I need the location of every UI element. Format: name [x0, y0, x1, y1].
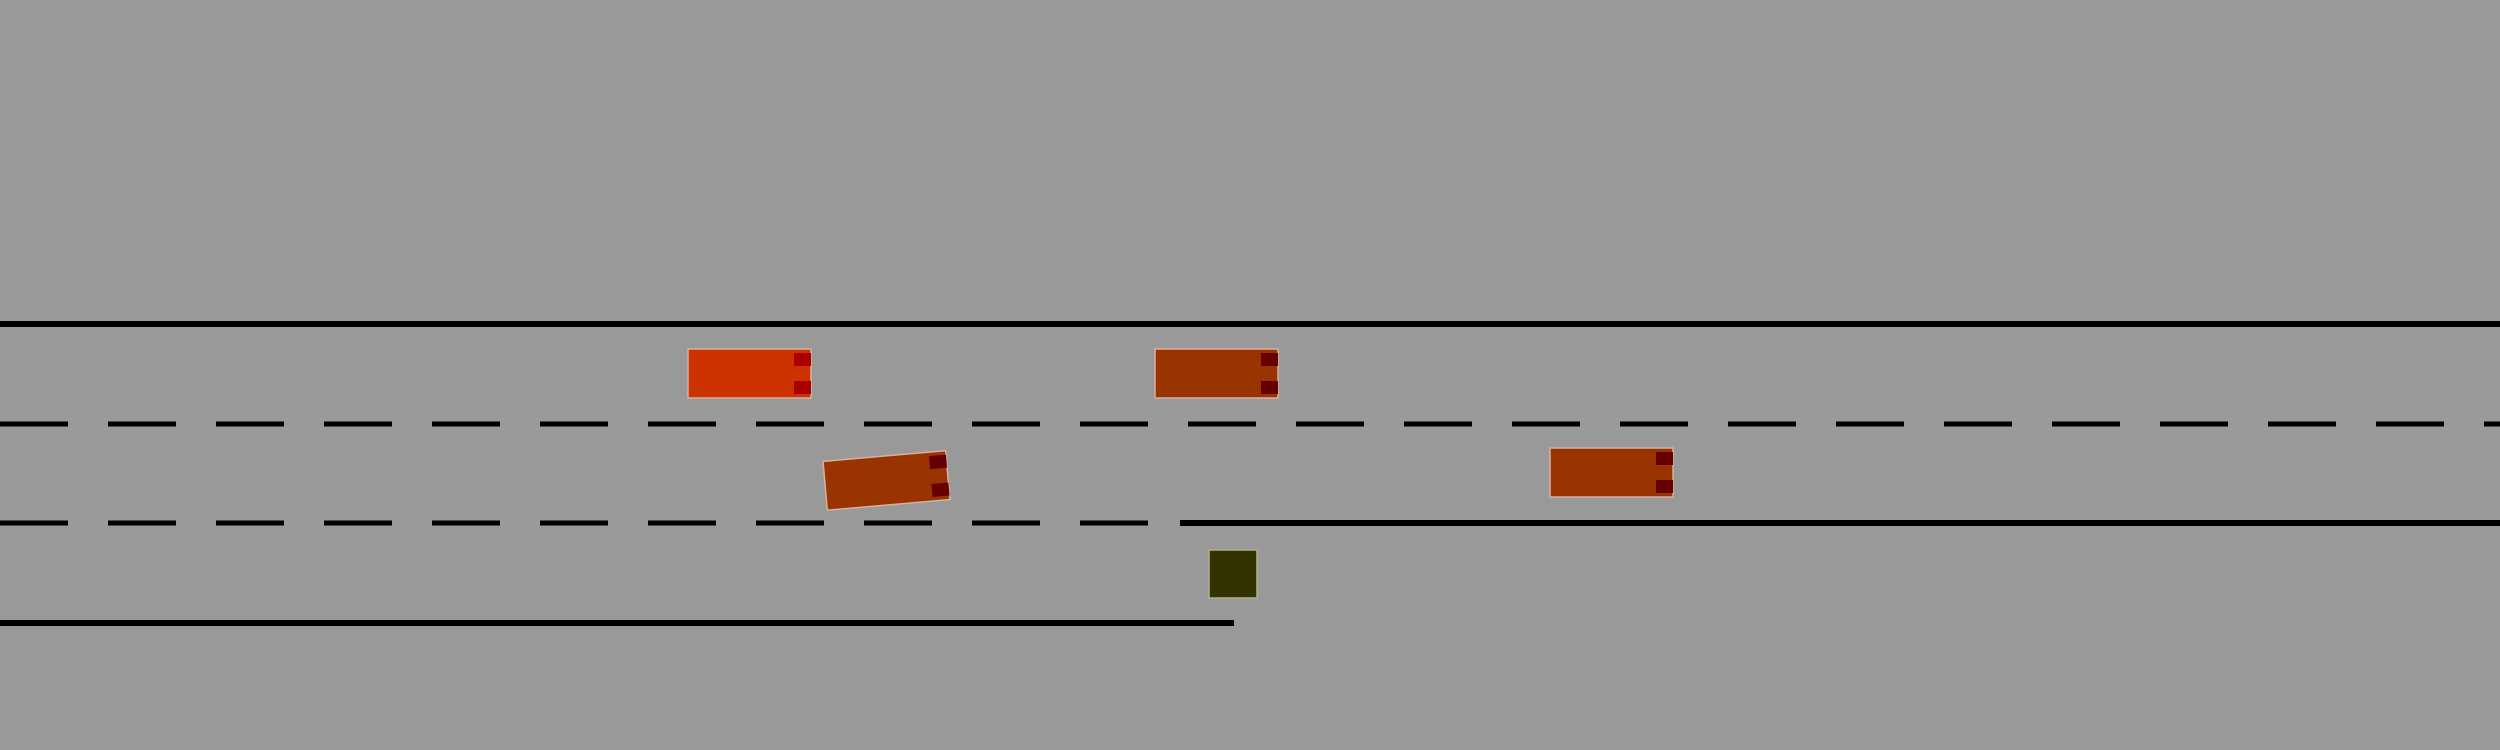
vehicle-body [822, 449, 951, 512]
headlight [1656, 480, 1673, 493]
ego-vehicle [687, 348, 812, 399]
obstacle-block [1208, 549, 1258, 599]
headlight [1261, 381, 1278, 394]
vehicle-body [1549, 447, 1674, 498]
headlight [794, 353, 811, 366]
other-vehicle [822, 449, 951, 512]
other-vehicle [1549, 447, 1674, 498]
vehicle-body [1154, 348, 1279, 399]
headlight [931, 482, 950, 498]
headlight [1261, 353, 1278, 366]
other-vehicle [1154, 348, 1279, 399]
headlight [928, 454, 948, 470]
headlight [794, 381, 811, 394]
headlight [1656, 452, 1673, 465]
vehicle-body [687, 348, 812, 399]
